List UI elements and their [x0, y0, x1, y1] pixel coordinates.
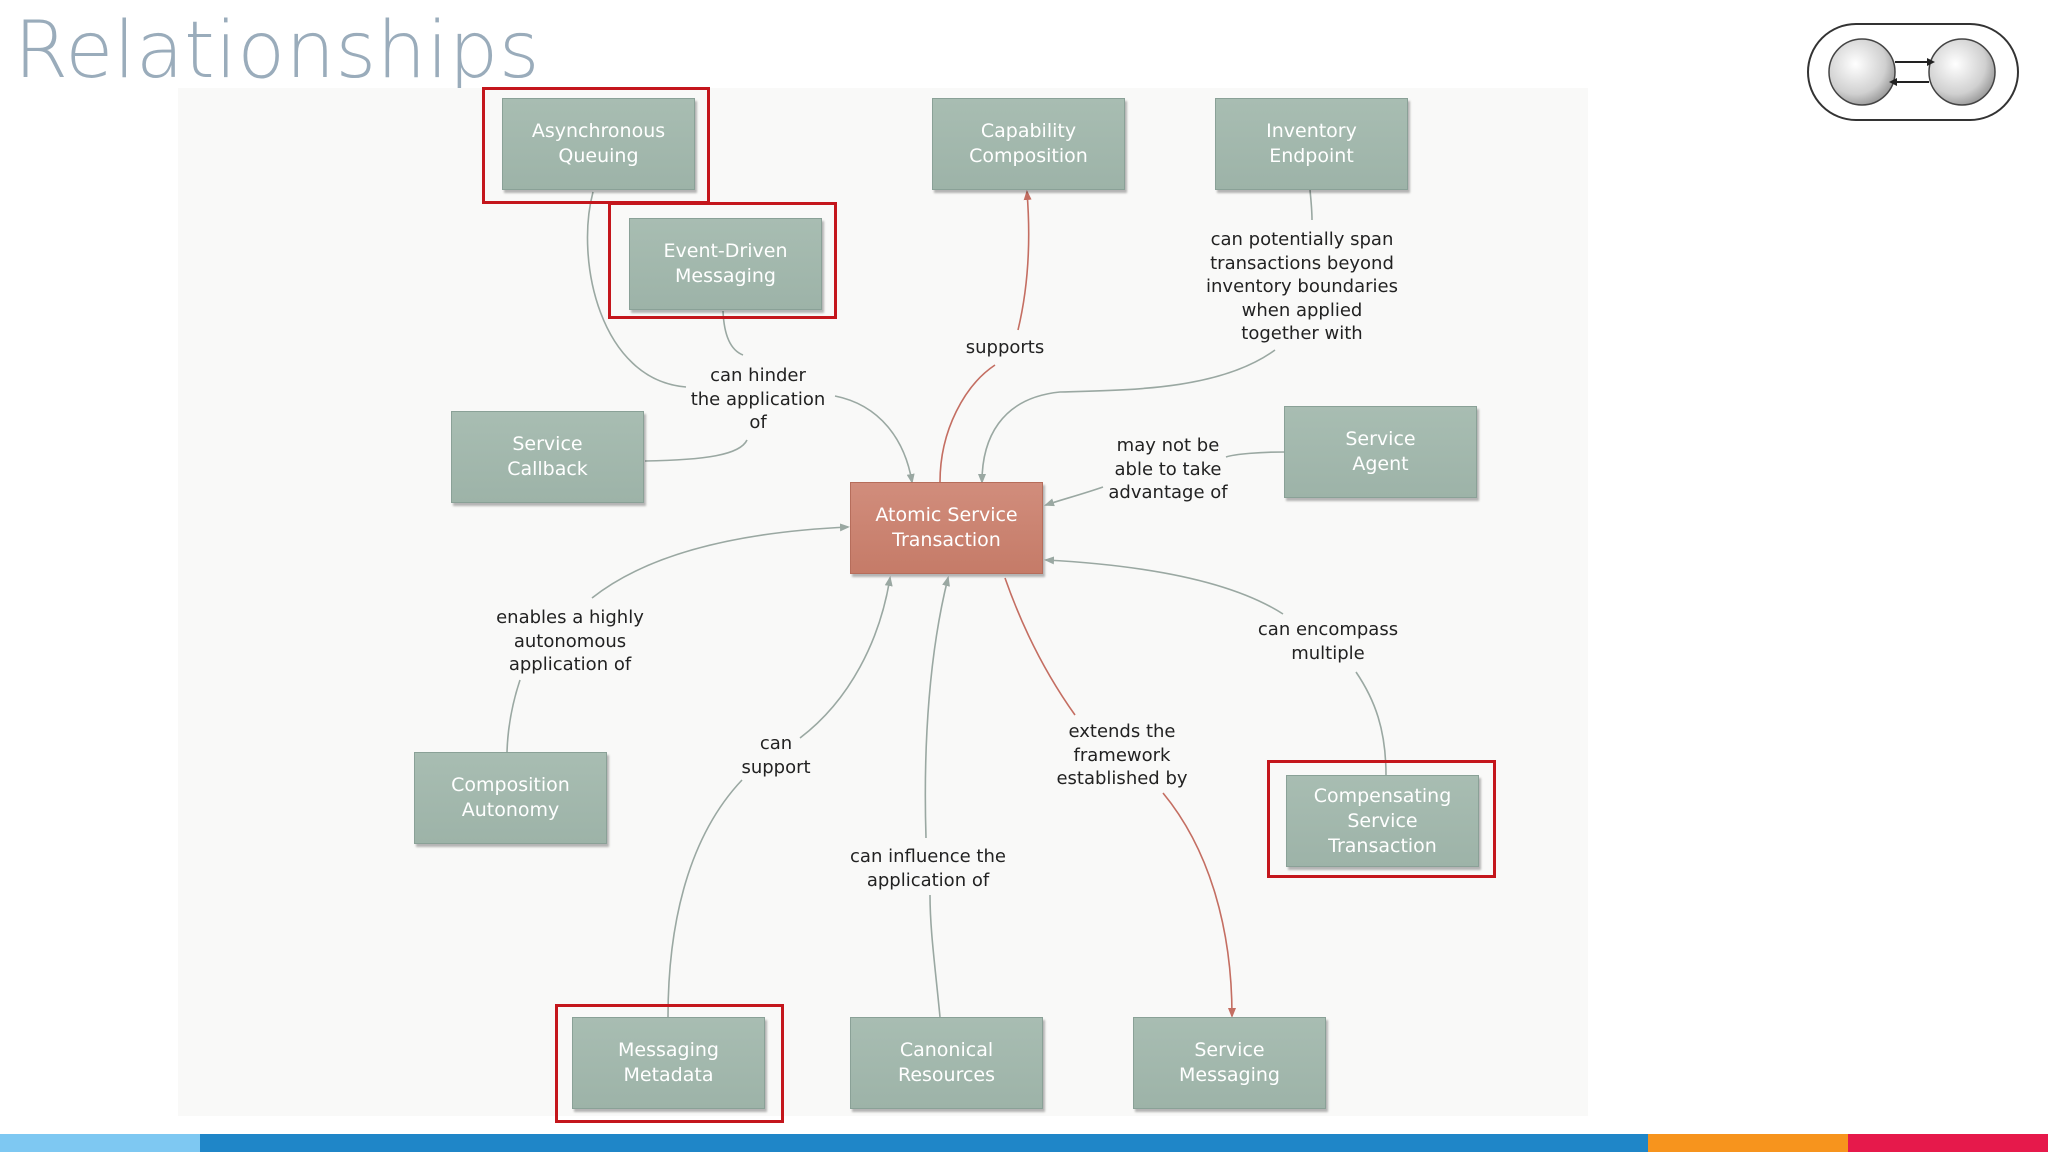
node-service-agent: Service Agent: [1284, 406, 1477, 498]
line-inventory-to-span: [1309, 189, 1313, 221]
slide-title: Relationships: [14, 6, 540, 96]
line-async-to-hinder: [586, 191, 687, 388]
line-span-to-center: [978, 349, 1276, 484]
line-support-to-center: [799, 576, 893, 739]
node-atomic-service-transaction: Atomic Service Transaction: [850, 482, 1043, 574]
node-composition-autonomy: Composition Autonomy: [414, 752, 607, 844]
highlight-box-event-driven-messaging: [608, 202, 837, 319]
label-can-support: can support: [741, 733, 811, 778]
line-center-to-extends: [1004, 577, 1076, 716]
line-supports-to-capability: [1017, 190, 1032, 331]
line-extends-to-messaging: [1162, 792, 1236, 1018]
diagram-background: [178, 88, 1588, 1116]
label-can-hinder: can hinder the application of: [690, 365, 826, 433]
node-messaging-metadata: Messaging Metadata: [572, 1017, 765, 1109]
footer-bar-blue: [200, 1134, 1648, 1152]
line-encompass-to-center: [1044, 556, 1284, 615]
label-enables-autonomous: enables a highly autonomous application …: [496, 607, 644, 675]
line-autonomy-to-enables: [506, 679, 521, 753]
highlight-box-compensating-service-transaction: [1267, 760, 1496, 878]
node-capability-composition: Capability Composition: [932, 98, 1125, 190]
footer-bar-light-blue: [0, 1134, 200, 1152]
label-supports: supports: [965, 337, 1045, 358]
line-center-to-supports: [939, 364, 996, 483]
node-asynchronous-queuing: Asynchronous Queuing: [502, 98, 695, 190]
line-enables-to-center: [591, 523, 850, 599]
line-maynot-to-center: [1044, 486, 1104, 507]
line-influence-to-center: [924, 576, 950, 839]
label-can-influence: can influence the application of: [850, 846, 1006, 891]
node-event-driven-messaging: Event-Driven Messaging: [629, 218, 822, 310]
line-metadata-to-support: [667, 779, 743, 1018]
node-service-messaging: Service Messaging: [1133, 1017, 1326, 1109]
highlight-box-asynchronous-queuing: [482, 87, 710, 204]
node-compensating-service-transaction: Compensating Service Transaction: [1286, 775, 1479, 867]
line-callback-to-hinder: [644, 439, 748, 462]
node-service-callback: Service Callback: [451, 411, 644, 503]
label-may-not-be-able: may not be able to take advantage of: [1108, 435, 1228, 503]
label-can-encompass: can encompass multiple: [1257, 619, 1399, 664]
footer-bar-red: [1848, 1134, 2048, 1152]
highlight-box-messaging-metadata: [555, 1004, 784, 1123]
relationship-icon: [1807, 23, 2019, 121]
line-hinder-to-center: [834, 395, 915, 484]
label-can-potentially-span: can potentially span transactions beyond…: [1206, 229, 1398, 344]
label-extends-framework: extends the framework established by: [1056, 721, 1188, 789]
line-canonical-to-influence: [929, 894, 941, 1018]
node-canonical-resources: Canonical Resources: [850, 1017, 1043, 1109]
node-inventory-endpoint: Inventory Endpoint: [1215, 98, 1408, 190]
footer-bar-orange: [1648, 1134, 1848, 1152]
line-agent-to-maynot: [1225, 451, 1286, 458]
